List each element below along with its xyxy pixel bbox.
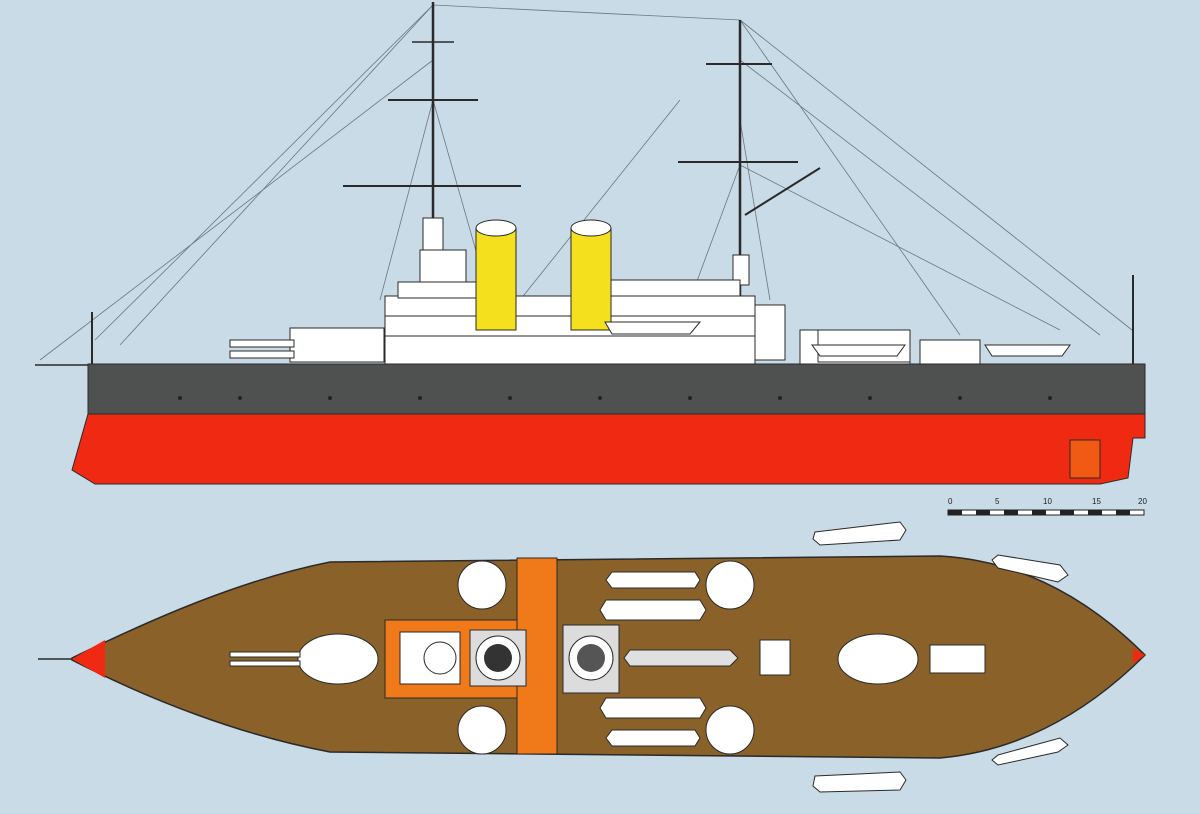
scale-tick-0: 0 <box>948 497 953 506</box>
scale-tick-10: 10 <box>1043 497 1052 506</box>
scale-tick-15: 15 <box>1092 497 1101 506</box>
fore-main-turret <box>229 327 385 363</box>
rudder-propeller <box>1069 439 1101 479</box>
aft-deck-fittings <box>929 644 986 674</box>
hull-lower <box>71 413 1146 485</box>
main-mast-base-plan <box>759 639 791 676</box>
aft-main-turret-plan <box>837 633 919 685</box>
secondary-turret-1 <box>457 560 507 610</box>
main-mast <box>678 20 821 320</box>
scale-tick-5: 5 <box>995 497 1000 506</box>
secondary-turret-3 <box>705 560 755 610</box>
bow-tip <box>72 640 105 678</box>
fore-funnel <box>475 219 517 331</box>
hull-upper <box>87 363 1146 415</box>
superstructure <box>384 249 981 365</box>
outboard-boats <box>812 521 1069 793</box>
fore-main-turret-plan <box>297 633 379 685</box>
ship-profile-view <box>35 2 1146 485</box>
deck-boats <box>599 571 739 747</box>
fore-funnel-plan <box>469 629 527 687</box>
scale-tick-20: 20 <box>1138 497 1147 506</box>
stern-tip <box>1133 648 1145 664</box>
bridge-plan <box>399 631 461 685</box>
fore-turret-gun-barrels <box>229 651 301 658</box>
ship-deck-plan-view <box>38 521 1147 793</box>
aft-funnel-plan <box>562 624 620 694</box>
scale-bar: 0 5 10 15 20 <box>947 497 1147 516</box>
secondary-turret-4 <box>705 705 755 755</box>
fore-turret-gun-barrels-lower <box>229 660 301 667</box>
profile-boats <box>604 321 1071 357</box>
secondary-turret-2 <box>457 705 507 755</box>
portholes <box>178 396 1052 400</box>
aft-funnel <box>570 219 612 331</box>
